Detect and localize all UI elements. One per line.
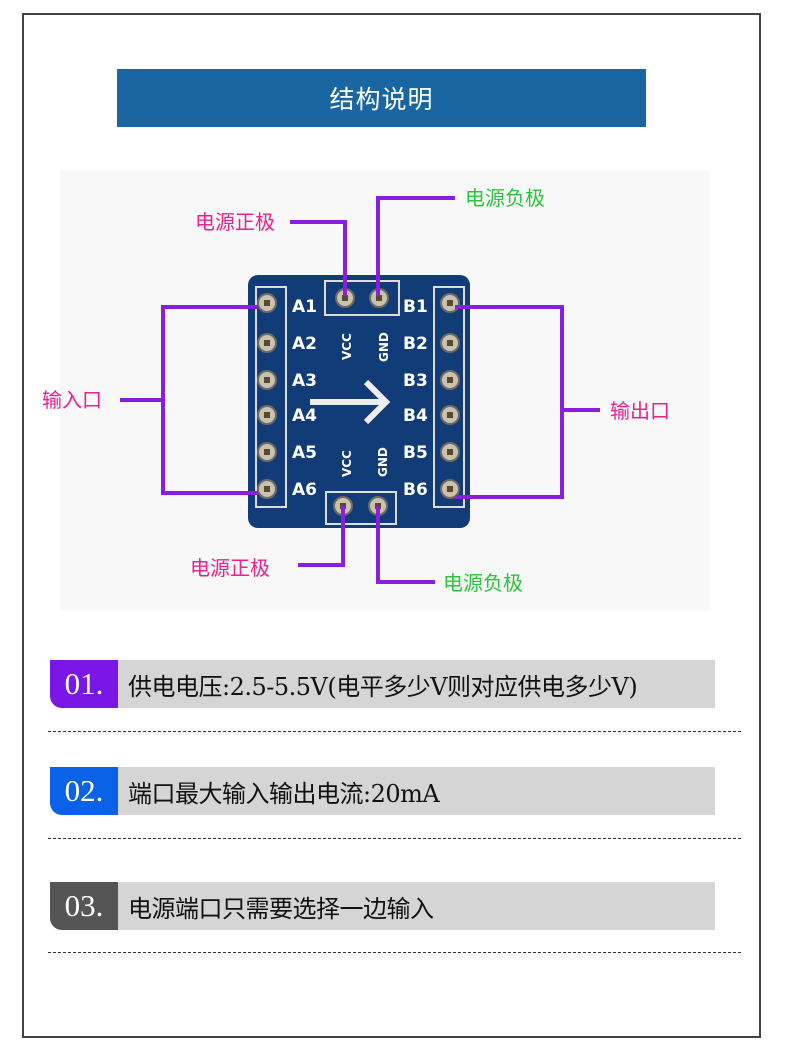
pin-label-b1: B1 (403, 297, 428, 317)
page-frame (22, 13, 761, 1038)
label-vcc-top: 电源正极 (195, 210, 275, 234)
pin-b2-center (447, 340, 453, 346)
bottom-power-outline (325, 491, 397, 525)
gnd-label-top: GND (377, 332, 391, 362)
pin-label-b3: B3 (403, 371, 428, 391)
pin-gnd-top-center (376, 295, 382, 301)
item-number-badge: 01. (50, 660, 118, 708)
pin-label-b2: B2 (403, 334, 428, 354)
vcc-label-bottom: VCC (340, 450, 354, 477)
pin-label-a5: A5 (292, 443, 317, 463)
pin-group (257, 288, 460, 516)
spec-item-1: 01. 供电电压:2.5-5.5V(电平多少V则对应供电多少V) (50, 660, 715, 708)
pin-label-b6: B6 (403, 480, 428, 500)
a-header-outline (255, 286, 287, 508)
spec-item-2: 02. 端口最大输入输出电流:20mA (50, 767, 715, 815)
item-text: 电源端口只需要选择一边输入 (118, 882, 715, 930)
divider (48, 838, 741, 839)
pin-b1-center (447, 300, 453, 306)
pin-label-a1: A1 (292, 297, 317, 317)
callout-lines (120, 196, 600, 584)
item-text: 供电电压:2.5-5.5V(电平多少V则对应供电多少V) (118, 660, 715, 708)
item-number-badge: 03. (50, 882, 118, 930)
pin-b4-center (447, 412, 453, 418)
top-power-outline (324, 280, 400, 316)
pin-a4-center (264, 412, 270, 418)
arrow-icon (310, 379, 391, 425)
pin-a2-center (264, 340, 270, 346)
pin-a6-center (264, 486, 270, 492)
gnd-label-bottom: GND (376, 447, 390, 477)
section-title: 结构说明 (117, 69, 646, 127)
pin-label-a6: A6 (292, 480, 317, 500)
pin-label-a2: A2 (292, 334, 317, 354)
pin-label-a4: A4 (292, 406, 317, 426)
label-output: 输出口 (610, 399, 670, 423)
label-input: 输入口 (42, 388, 102, 412)
item-number-badge: 02. (50, 767, 118, 815)
item-text: 端口最大输入输出电流:20mA (118, 767, 715, 815)
pin-label-b5: B5 (403, 443, 428, 463)
pin-vcc-top-center (342, 295, 348, 301)
pin-b3-center (447, 377, 453, 383)
label-gnd-top: 电源负极 (465, 186, 545, 210)
pin-b5-center (447, 449, 453, 455)
pin-a1-center (264, 300, 270, 306)
b-header-outline (433, 286, 465, 508)
divider (48, 952, 741, 953)
pin-label-b4: B4 (403, 406, 428, 426)
pin-label-a3: A3 (292, 371, 317, 391)
pin-a3-center (264, 377, 270, 383)
divider (48, 731, 741, 732)
label-gnd-bottom: 电源负极 (443, 571, 523, 595)
pin-a5-center (264, 449, 270, 455)
spec-item-3: 03. 电源端口只需要选择一边输入 (50, 882, 715, 930)
pin-b6-center (447, 486, 453, 492)
module-diagram: A1 A2 A3 A4 A5 A6 B1 B2 B3 B4 B5 B6 VCC … (42, 186, 670, 595)
vcc-label-top: VCC (340, 333, 354, 360)
label-vcc-bottom: 电源正极 (190, 556, 270, 580)
